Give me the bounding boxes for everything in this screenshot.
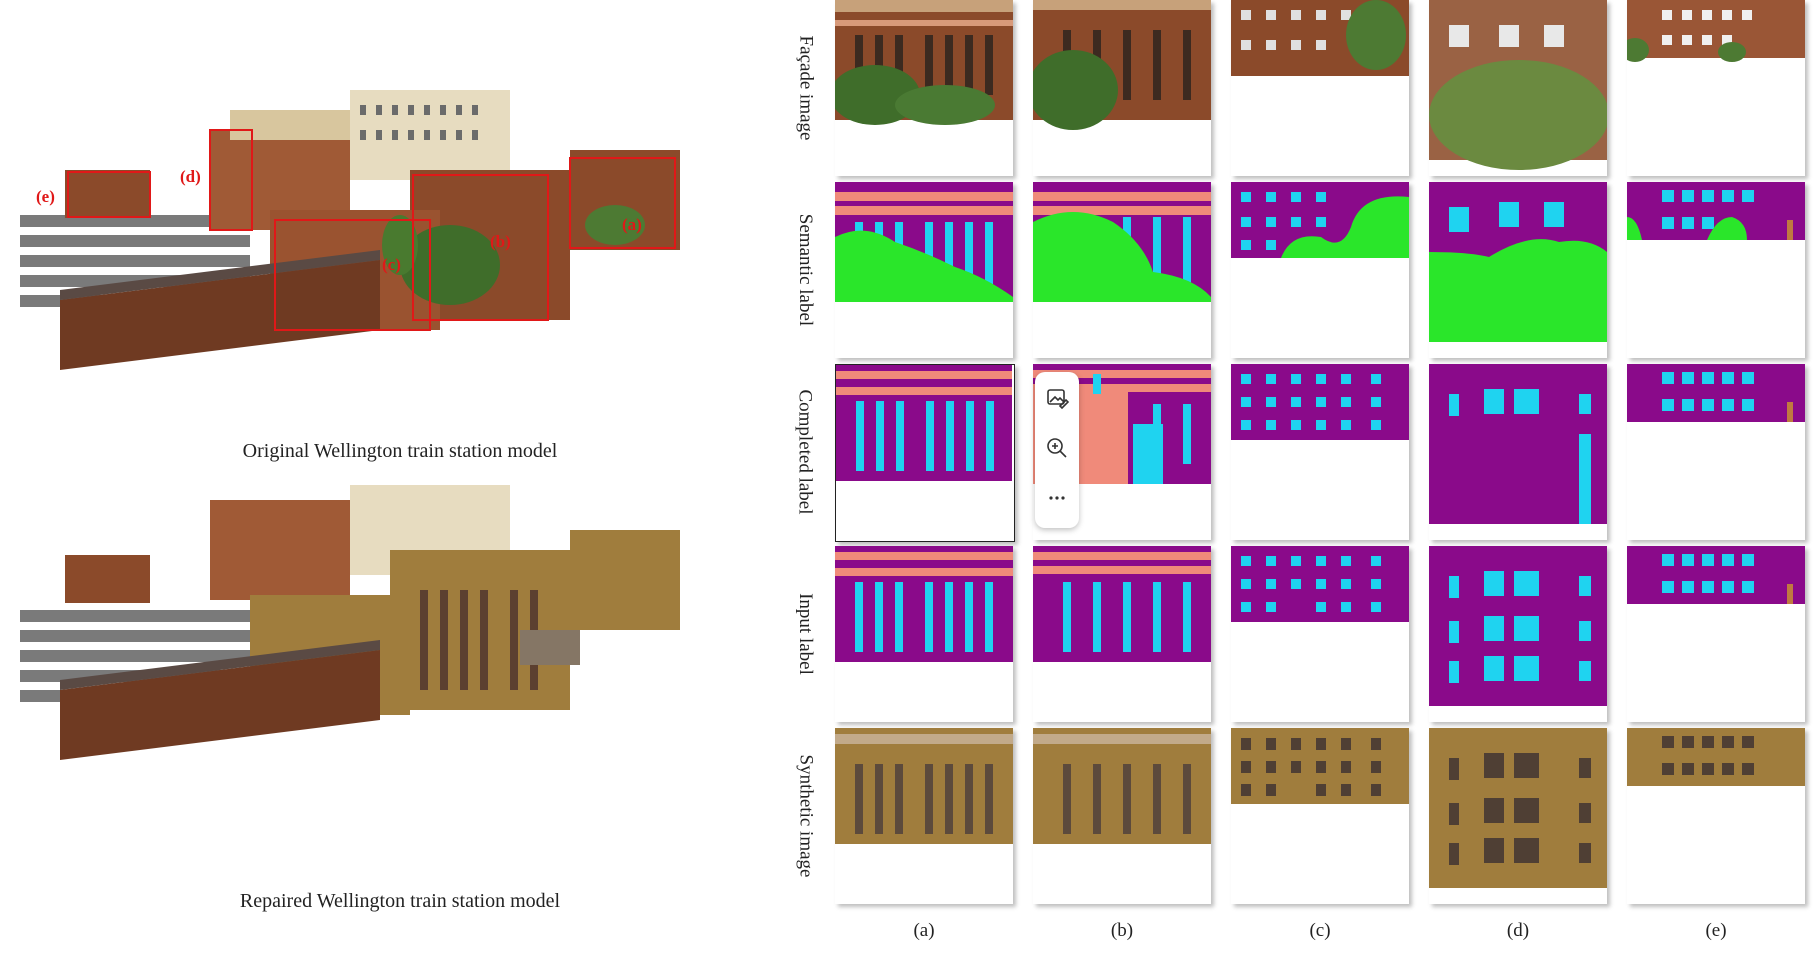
tile-input-d[interactable] [1429,546,1607,722]
tile-input-a[interactable] [835,546,1013,722]
tile-synthetic-e[interactable] [1627,728,1805,904]
tile-completed-e[interactable] [1627,364,1805,540]
tile-facade-c[interactable] [1231,0,1409,176]
row-label-synthetic-image: Synthetic image [795,754,817,878]
row-label-completed-label: Completed label [795,389,816,515]
tile-synthetic-c[interactable] [1231,728,1409,904]
callout-e: (e) [36,187,55,206]
tile-semantic-e[interactable] [1627,182,1805,358]
tile-synthetic-b[interactable] [1033,728,1211,904]
tile-facade-a[interactable] [835,0,1013,176]
tile-input-e[interactable] [1627,546,1805,722]
tile-input-b[interactable] [1033,546,1211,722]
facade-comparison-grid: Façade image Semantic label Completed la… [785,0,1820,953]
row-label-semantic-label: Semantic label [795,213,817,327]
more-button[interactable] [1041,482,1073,514]
tile-facade-e[interactable] [1627,0,1805,176]
col-label-d: (d) [1506,920,1530,941]
tile-synthetic-d[interactable] [1429,728,1607,904]
tile-facade-d[interactable] [1429,0,1607,176]
zoom-in-button[interactable] [1041,432,1073,464]
callout-c: (c) [382,255,401,274]
col-label-e: (e) [1705,920,1727,941]
tile-synthetic-a[interactable] [835,728,1013,904]
original-model-figure: (e) (d) (c) (b) (a) [20,90,680,370]
left-panel: (e) (d) (c) (b) (a) Original Wellington … [0,0,800,953]
callout-a: (a) [622,215,642,234]
repaired-model-figure [20,485,680,760]
tile-semantic-d[interactable] [1429,182,1607,358]
repaired-model-caption: Repaired Wellington train station model [239,890,561,912]
image-edit-icon [1047,389,1069,410]
image-edit-button[interactable] [1041,382,1073,414]
row-label-input-label: Input label [795,593,816,675]
callout-d: (d) [180,167,201,186]
original-model-caption: Original Wellington train station model [242,440,558,462]
col-label-a: (a) [913,920,935,941]
col-label-c: (c) [1309,920,1331,941]
tile-input-c[interactable] [1231,546,1409,722]
tile-completed-d[interactable] [1429,364,1607,540]
zoom-in-icon [1047,438,1067,458]
more-icon [1049,496,1065,500]
tile-semantic-c[interactable] [1231,182,1409,358]
tile-facade-b[interactable] [1033,0,1211,176]
col-label-b: (b) [1110,920,1134,941]
callout-b: (b) [490,232,511,251]
row-label-facade-image: Façade image [795,35,817,141]
tile-semantic-b[interactable] [1033,182,1211,358]
tile-completed-c[interactable] [1231,364,1409,540]
tile-semantic-a[interactable] [835,182,1013,358]
tile-completed-a[interactable] [835,364,1015,542]
image-toolbar [1035,372,1079,528]
